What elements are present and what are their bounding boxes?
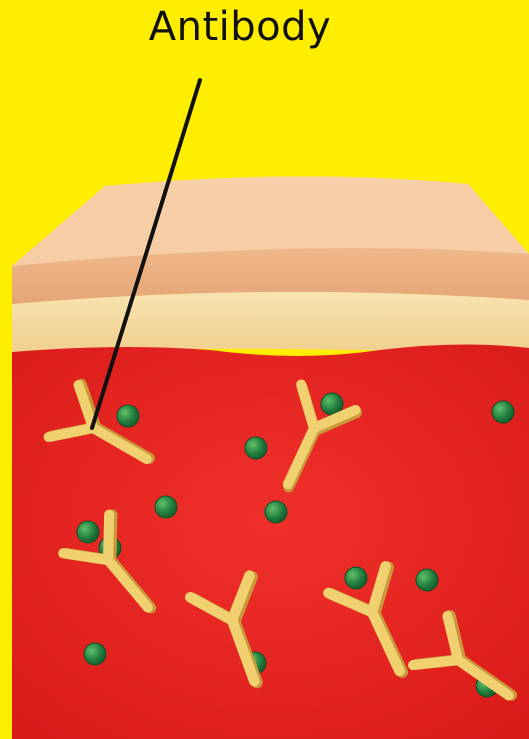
antigen-dot	[492, 401, 514, 423]
antigen-dot	[155, 496, 177, 518]
antigen-dot	[345, 567, 367, 589]
antigen-dot	[245, 437, 267, 459]
left-edge	[0, 266, 12, 739]
antigen-dot	[416, 569, 438, 591]
antigen-dot	[265, 501, 287, 523]
antibody-label: Antibody	[130, 4, 350, 50]
antigen-dot	[77, 521, 99, 543]
antigen-dot	[117, 405, 139, 427]
antigen-dot	[84, 643, 106, 665]
